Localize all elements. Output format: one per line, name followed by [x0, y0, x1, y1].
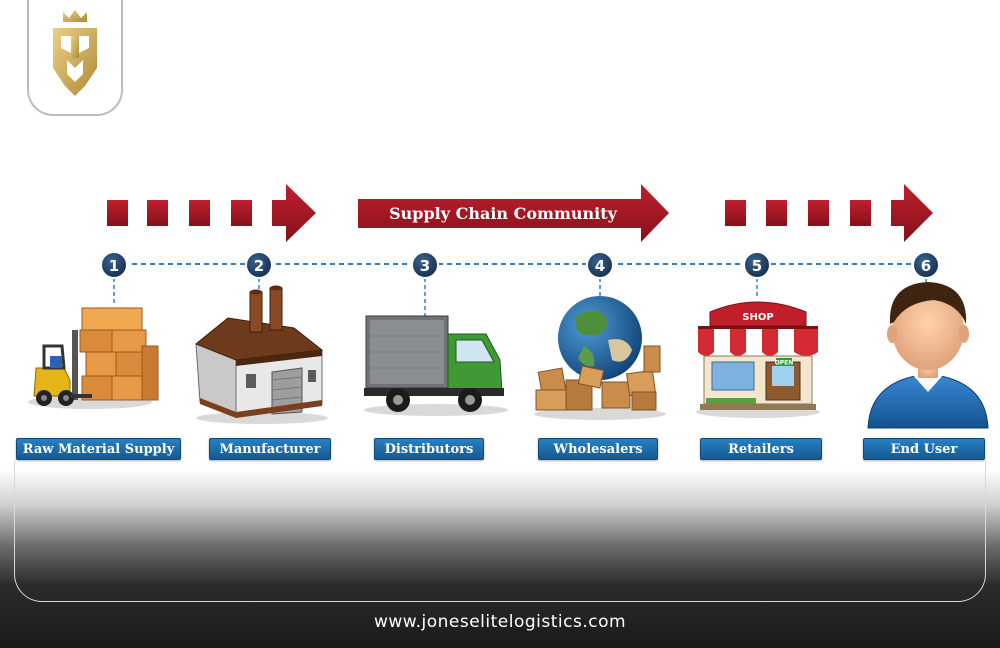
shop-icon: SHOP OPEN — [696, 301, 820, 418]
step-label-wholesalers: Wholesalers — [538, 438, 658, 460]
step-node-4: 4 — [586, 251, 614, 279]
step-label-distributors: Distributors — [374, 438, 484, 460]
banner-title: Supply Chain Community — [389, 204, 618, 223]
content-frame — [14, 460, 986, 602]
svg-text:3: 3 — [420, 257, 430, 275]
logo-tab — [27, 0, 123, 116]
svg-text:1: 1 — [109, 257, 119, 275]
person-icon — [867, 282, 989, 429]
forklift-boxes-icon — [28, 307, 159, 409]
step-node-5: 5 — [743, 251, 771, 279]
red-dashed-arrow-right — [725, 184, 933, 242]
shop-open-sign: OPEN — [775, 360, 794, 367]
globe-boxes-icon — [534, 296, 666, 420]
node-drops — [113, 278, 927, 316]
crown-logo-icon — [53, 10, 97, 96]
step-label-manufacturer: Manufacturer — [209, 438, 331, 460]
step-node-2: 2 — [245, 251, 273, 279]
svg-text:4: 4 — [595, 257, 605, 275]
supply-chain-banner-arrow: Supply Chain Community — [358, 184, 669, 242]
step-node-6: 6 — [912, 251, 940, 279]
svg-text:2: 2 — [254, 257, 264, 275]
factory-icon — [195, 285, 328, 424]
red-dashed-arrow-left — [107, 184, 316, 242]
shop-awning — [698, 326, 818, 356]
website-url[interactable]: www.joneselitelogistics.com — [373, 612, 627, 632]
shop-sign: SHOP — [742, 312, 773, 323]
step-node-3: 3 — [411, 251, 439, 279]
truck-icon — [364, 315, 508, 416]
svg-text:5: 5 — [752, 257, 762, 275]
step-label-retailers: Retailers — [700, 438, 822, 460]
step-label-raw-material-supply: Raw Material Supply — [16, 438, 181, 460]
step-node-1: 1 — [100, 251, 128, 279]
step-label-end-user: End User — [863, 438, 985, 460]
svg-text:6: 6 — [921, 257, 931, 275]
